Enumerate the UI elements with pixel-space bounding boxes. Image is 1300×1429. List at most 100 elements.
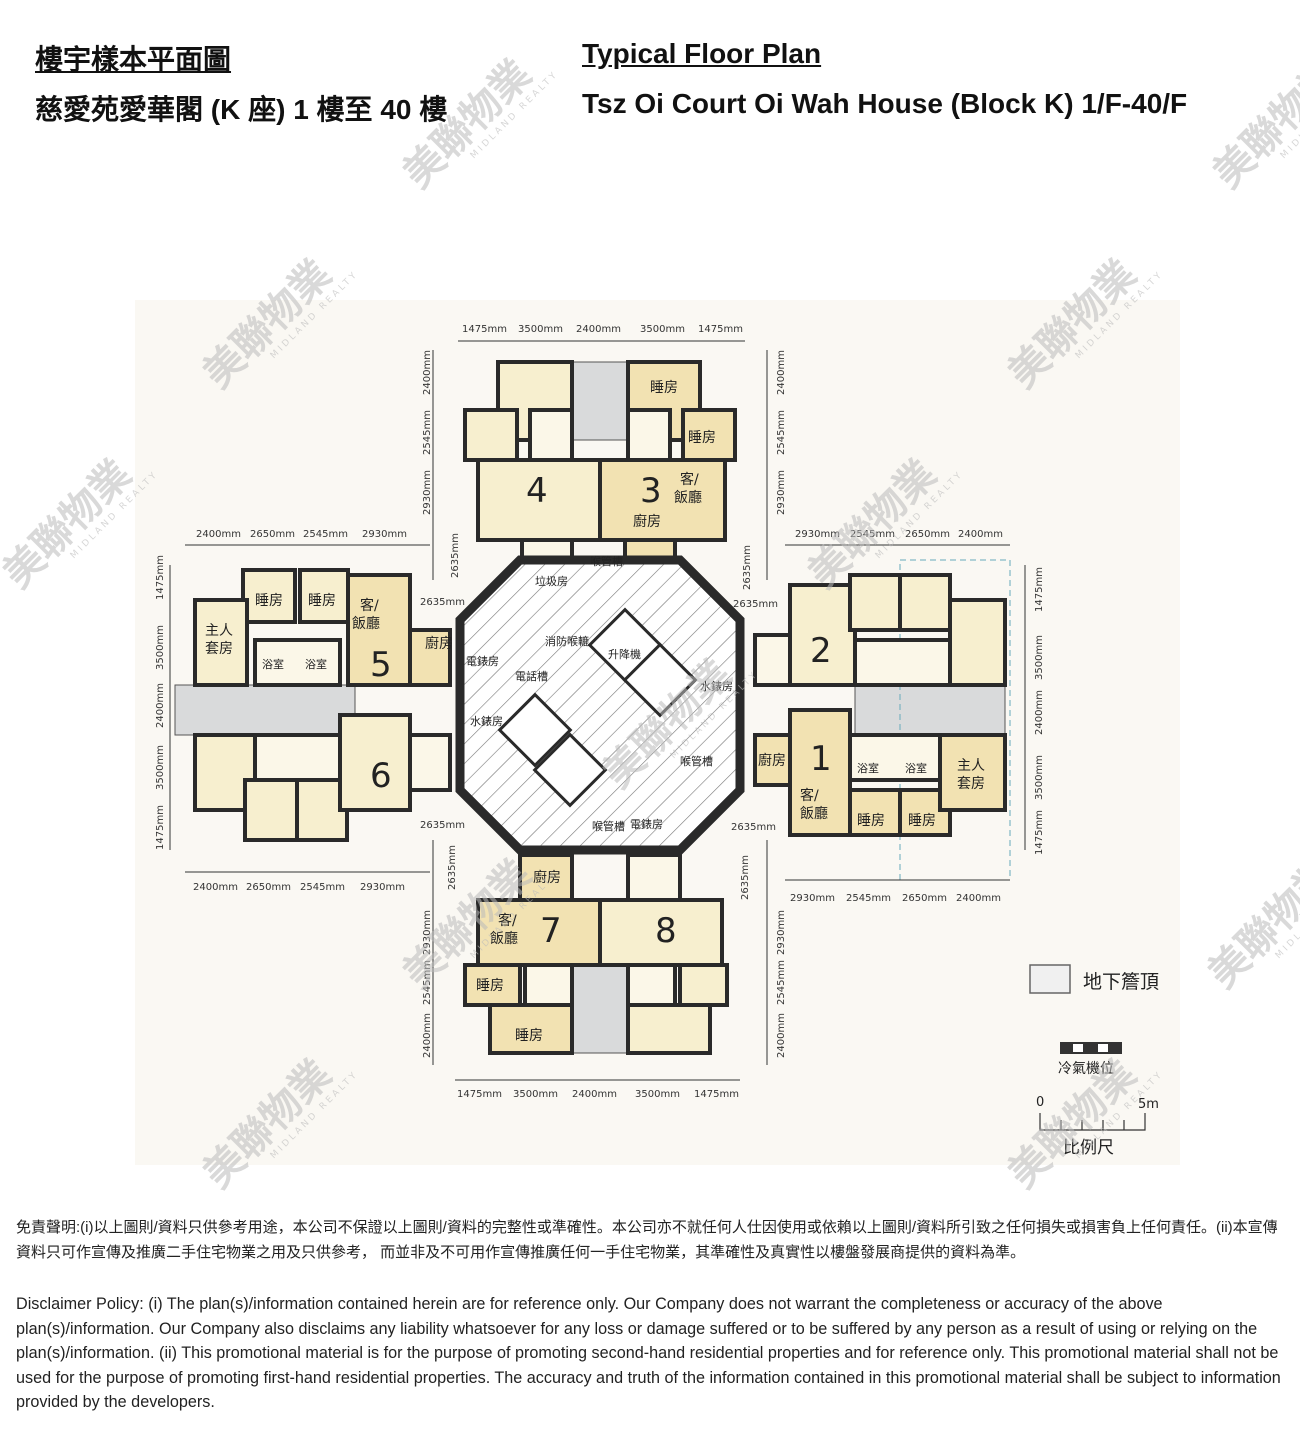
- podium-legend-swatch: [1029, 964, 1071, 994]
- room-bedroom: 睡房: [476, 978, 504, 994]
- dim-label: 2545mm: [850, 529, 895, 540]
- scale-zero: 0: [1036, 1095, 1044, 1110]
- dim-label: 2930mm: [422, 910, 433, 955]
- dim-label: 2400mm: [1034, 690, 1045, 735]
- scale-bar: [1039, 1113, 1146, 1131]
- room-dining: 飯廳: [352, 615, 380, 632]
- unit-6: [193, 713, 452, 842]
- room-bedroom: 睡房: [308, 593, 336, 609]
- room-dining: 飯廳: [490, 930, 518, 947]
- ac-legend-label: 冷氣機位: [1058, 1061, 1114, 1077]
- dim-label: 2545mm: [846, 893, 891, 904]
- room-bedroom: 睡房: [857, 813, 885, 829]
- dim-label: 2400mm: [422, 350, 433, 395]
- unit-number-3: 3: [640, 471, 662, 511]
- dim-label: 2635mm: [420, 597, 465, 608]
- meter-room-label: 電錶房: [466, 655, 499, 668]
- watermark-text: 美聯物業: [0, 451, 140, 597]
- room-bedroom: 睡房: [908, 813, 936, 829]
- dim-label: 1475mm: [698, 324, 743, 335]
- dim-label: 2635mm: [742, 545, 753, 590]
- room-kitchen: 廚房: [633, 513, 661, 530]
- dim-label: 2545mm: [422, 960, 433, 1005]
- refuse-room-label: 垃圾房: [535, 574, 568, 588]
- dim-label: 2635mm: [731, 822, 776, 833]
- dim-label: 2930mm: [776, 910, 787, 955]
- dim-label: 2930mm: [790, 893, 835, 904]
- room-living: 客/: [680, 471, 699, 488]
- dim-label: 1475mm: [462, 324, 507, 335]
- dim-label: 2930mm: [776, 470, 787, 515]
- room-bedroom: 睡房: [650, 380, 678, 396]
- dim-label: 2545mm: [422, 410, 433, 455]
- dim-label: 2650mm: [246, 882, 291, 893]
- dim-label: 2400mm: [776, 350, 787, 395]
- dim-label: 2930mm: [422, 470, 433, 515]
- en-subtitle: Tsz Oi Court Oi Wah House (Block K) 1/F-…: [582, 88, 1188, 119]
- zh-subtitle: 慈愛苑愛華閣 (K 座) 1 樓至 40 樓: [35, 94, 448, 125]
- dim-label: 1475mm: [457, 1089, 502, 1100]
- room-kitchen: 廚房: [425, 635, 453, 652]
- dim-label: 2400mm: [155, 683, 166, 728]
- podium-areas: [174, 361, 1011, 1054]
- room-kitchen: 廚房: [533, 869, 561, 886]
- ac-legend-swatch: [1060, 1042, 1122, 1054]
- room-kitchen: 廚房: [758, 752, 786, 769]
- disclaimer-english: Disclaimer Policy: (i) The plan(s)/infor…: [16, 1295, 1281, 1411]
- unit-2: [753, 573, 1007, 687]
- dim-label: 1475mm: [155, 805, 166, 850]
- room-bath: 浴室: [262, 657, 284, 671]
- phone-duct-label: 電話槽: [515, 669, 548, 683]
- unit-number-7: 7: [540, 911, 562, 951]
- scale-label: 比例尺: [1063, 1138, 1114, 1158]
- room-bath: 浴室: [305, 657, 327, 671]
- unit-number-5: 5: [370, 645, 392, 685]
- dim-label: 3500mm: [635, 1089, 680, 1100]
- room-bedroom: 睡房: [255, 593, 283, 609]
- dim-label: 2635mm: [447, 845, 458, 890]
- zh-title: 樓宇樣本平面圖: [35, 44, 232, 75]
- unit-4: [463, 360, 602, 587]
- dim-label: 2400mm: [572, 1089, 617, 1100]
- unit-number-4: 4: [526, 471, 548, 511]
- room-living: 客/: [498, 912, 517, 929]
- watermark-text: 美聯物業: [1200, 851, 1300, 997]
- legend: 地下簷頂 冷氣機位 0 5m 比例尺: [1029, 964, 1159, 1158]
- meter-room-label: 電錶房: [630, 818, 663, 831]
- lifts: [497, 607, 698, 808]
- dim-label: 3500mm: [518, 324, 563, 335]
- unit-number-1: 1: [810, 739, 832, 779]
- dim-label: 1475mm: [1034, 567, 1045, 612]
- room-master: 主人: [957, 758, 985, 774]
- dimension-lines: [169, 340, 1026, 1081]
- dim-label: 1475mm: [694, 1089, 739, 1100]
- unit-number-8: 8: [655, 911, 677, 951]
- scale-five: 5m: [1138, 1097, 1159, 1112]
- pipe-duct-label: 喉管槽: [680, 754, 713, 768]
- dim-label: 2545mm: [300, 882, 345, 893]
- room-dining: 飯廳: [674, 489, 702, 506]
- watermark-text: 美聯物業: [1205, 51, 1300, 197]
- dim-label: 3500mm: [1034, 755, 1045, 800]
- room-bath: 浴室: [905, 761, 927, 775]
- dim-label: 2635mm: [740, 855, 751, 900]
- dim-label: 2635mm: [450, 533, 461, 578]
- core-labels: 垃圾房 喉管槽 消防喉轆 升降機 電錶房 電話槽 水錶房 水錶房 喉管槽 喉管槽…: [466, 554, 733, 833]
- dim-label: 3500mm: [640, 324, 685, 335]
- dim-label: 2400mm: [776, 1013, 787, 1058]
- dim-label: 2400mm: [422, 1013, 433, 1058]
- disclaimer-chinese: 免責聲明:(i)以上圖則/資料只供參考用途，本公司不保證以上圖則/資料的完整性或…: [16, 1219, 1278, 1261]
- room-master: 主人: [205, 623, 233, 639]
- dim-label: 2545mm: [303, 529, 348, 540]
- dim-label: 2400mm: [193, 882, 238, 893]
- room-master-suite: 套房: [205, 641, 233, 657]
- dim-label: 2400mm: [958, 529, 1003, 540]
- pipe-duct-label: 喉管槽: [592, 819, 625, 833]
- lift-label: 升降機: [608, 647, 641, 661]
- water-meter-room-label: 水錶房: [470, 715, 503, 728]
- watermark-text: 美聯物業: [395, 51, 541, 197]
- dim-label: 3500mm: [155, 625, 166, 670]
